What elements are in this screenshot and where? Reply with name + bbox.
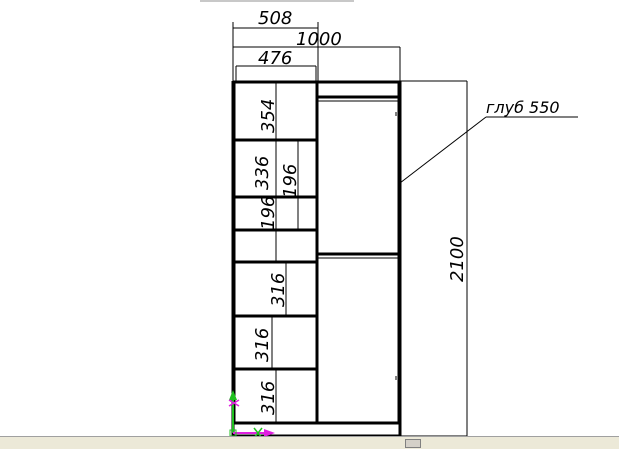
- shelf-height-label: 316: [252, 328, 273, 362]
- top-edge-strip: [200, 0, 354, 2]
- depth-leader: [399, 116, 578, 184]
- shelf-height-label: 354: [258, 99, 279, 133]
- depth-note: глуб 550: [486, 98, 560, 117]
- top-dimensions: [232, 22, 401, 82]
- dim-width-total: 1000: [296, 29, 342, 50]
- dim-inner-width: 476: [258, 48, 292, 69]
- shelf-height-label: 196: [280, 164, 301, 198]
- shelf-height-label: 316: [268, 273, 289, 307]
- scrollbar-thumb[interactable]: [405, 439, 421, 448]
- dim-section-width: 508: [258, 8, 292, 29]
- horizontal-scrollbar[interactable]: [0, 436, 619, 449]
- shelf-dimension-lines: [271, 83, 299, 423]
- dim-height-total: 2100: [447, 236, 468, 282]
- shelf-height-label: 196: [258, 196, 279, 230]
- shelf-height-label: 336: [252, 156, 273, 190]
- shelf-height-label: 316: [258, 381, 279, 415]
- cabinet-body: [231, 80, 402, 437]
